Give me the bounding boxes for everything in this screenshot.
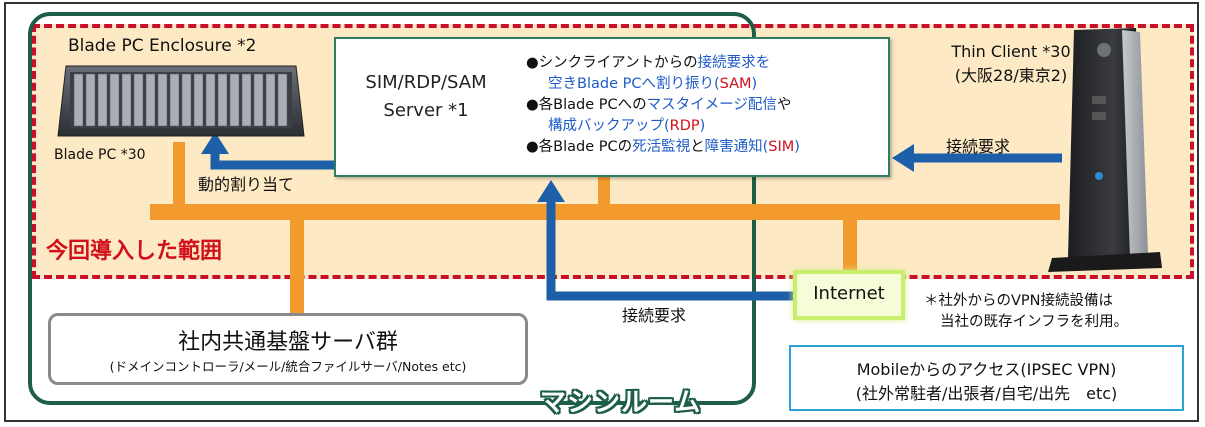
mobile-access-title: Mobileからのアクセス(IPSEC VPN) bbox=[856, 360, 1117, 379]
internet-box: Internet bbox=[793, 270, 905, 320]
connection-request-label-right: 接続要求 bbox=[946, 137, 1011, 156]
scope-label: 今回導入した範囲 bbox=[46, 239, 223, 264]
server-label: SIM/RDP/SAM Server *1 bbox=[365, 72, 487, 121]
thin-client-line1: Thin Client *30 bbox=[951, 42, 1071, 61]
enclosure-label: Blade PC Enclosure *2 bbox=[68, 36, 257, 56]
blade-pc-label: Blade PC *30 bbox=[54, 147, 146, 163]
common-servers-title: 社内共通基盤サーバ群 bbox=[178, 330, 398, 355]
network-drop-common bbox=[290, 218, 304, 316]
mobile-access-subtitle: (社外常駐者/出張者/自宅/出先 etc) bbox=[855, 384, 1118, 403]
arrow-server-to-blade-head bbox=[201, 132, 229, 154]
arrow-server-to-blade bbox=[210, 150, 334, 170]
arrow-internet-to-server bbox=[546, 200, 793, 301]
server-desc-line-2: 空きBlade PCへ割り振り(SAM) bbox=[548, 76, 758, 92]
sim-rdp-sam-server-box: SIM/RDP/SAM Server *1 ●シンクライアントからの接続要求を … bbox=[334, 37, 890, 177]
blade-enclosure-image bbox=[57, 65, 305, 137]
vpn-note-line2: 当社の既存インフラを利用。 bbox=[940, 314, 1129, 330]
connection-request-label-bottom: 接続要求 bbox=[622, 306, 687, 325]
internet-label: Internet bbox=[813, 283, 885, 304]
machine-room-label: マシンルーム bbox=[540, 388, 702, 418]
thin-client-label: Thin Client *30 (大阪28/東京2) bbox=[936, 40, 1086, 88]
mobile-access-box: Mobileからのアクセス(IPSEC VPN) (社外常駐者/出張者/自宅/出… bbox=[789, 345, 1184, 411]
dynamic-assign-label: 動的割り当て bbox=[198, 175, 295, 194]
network-backbone-line bbox=[150, 204, 1060, 220]
server-desc-line-3: ●各Blade PCへのマスタイメージ配信や bbox=[526, 97, 792, 113]
common-servers-subtitle: (ドメインコントローラ/メール/統合ファイルサーバ/Notes etc) bbox=[109, 359, 467, 374]
arrow-thinclient-to-server-head bbox=[892, 144, 914, 172]
network-drop-internet bbox=[843, 218, 857, 272]
network-drop-server bbox=[598, 176, 610, 208]
vpn-note-line1: ＊社外からのVPN接続設備は bbox=[924, 293, 1114, 309]
server-desc-line-4: 構成バックアップ(RDP) bbox=[548, 118, 706, 134]
network-drop-enclosure bbox=[173, 142, 185, 208]
thin-client-image bbox=[1048, 28, 1162, 272]
server-desc-line-5: ●各Blade PCの死活監視と障害通知(SIM) bbox=[526, 139, 800, 155]
arrow-internet-to-server-head bbox=[537, 180, 565, 202]
thin-client-line2: (大阪28/東京2) bbox=[954, 66, 1068, 85]
server-desc-line-1: ●シンクライアントからの接続要求を bbox=[526, 55, 771, 71]
vpn-note: ＊社外からのVPN接続設備は 当社の既存インフラを利用。 bbox=[924, 291, 1128, 333]
common-servers-box: 社内共通基盤サーバ群 (ドメインコントローラ/メール/統合ファイルサーバ/Not… bbox=[48, 313, 528, 385]
